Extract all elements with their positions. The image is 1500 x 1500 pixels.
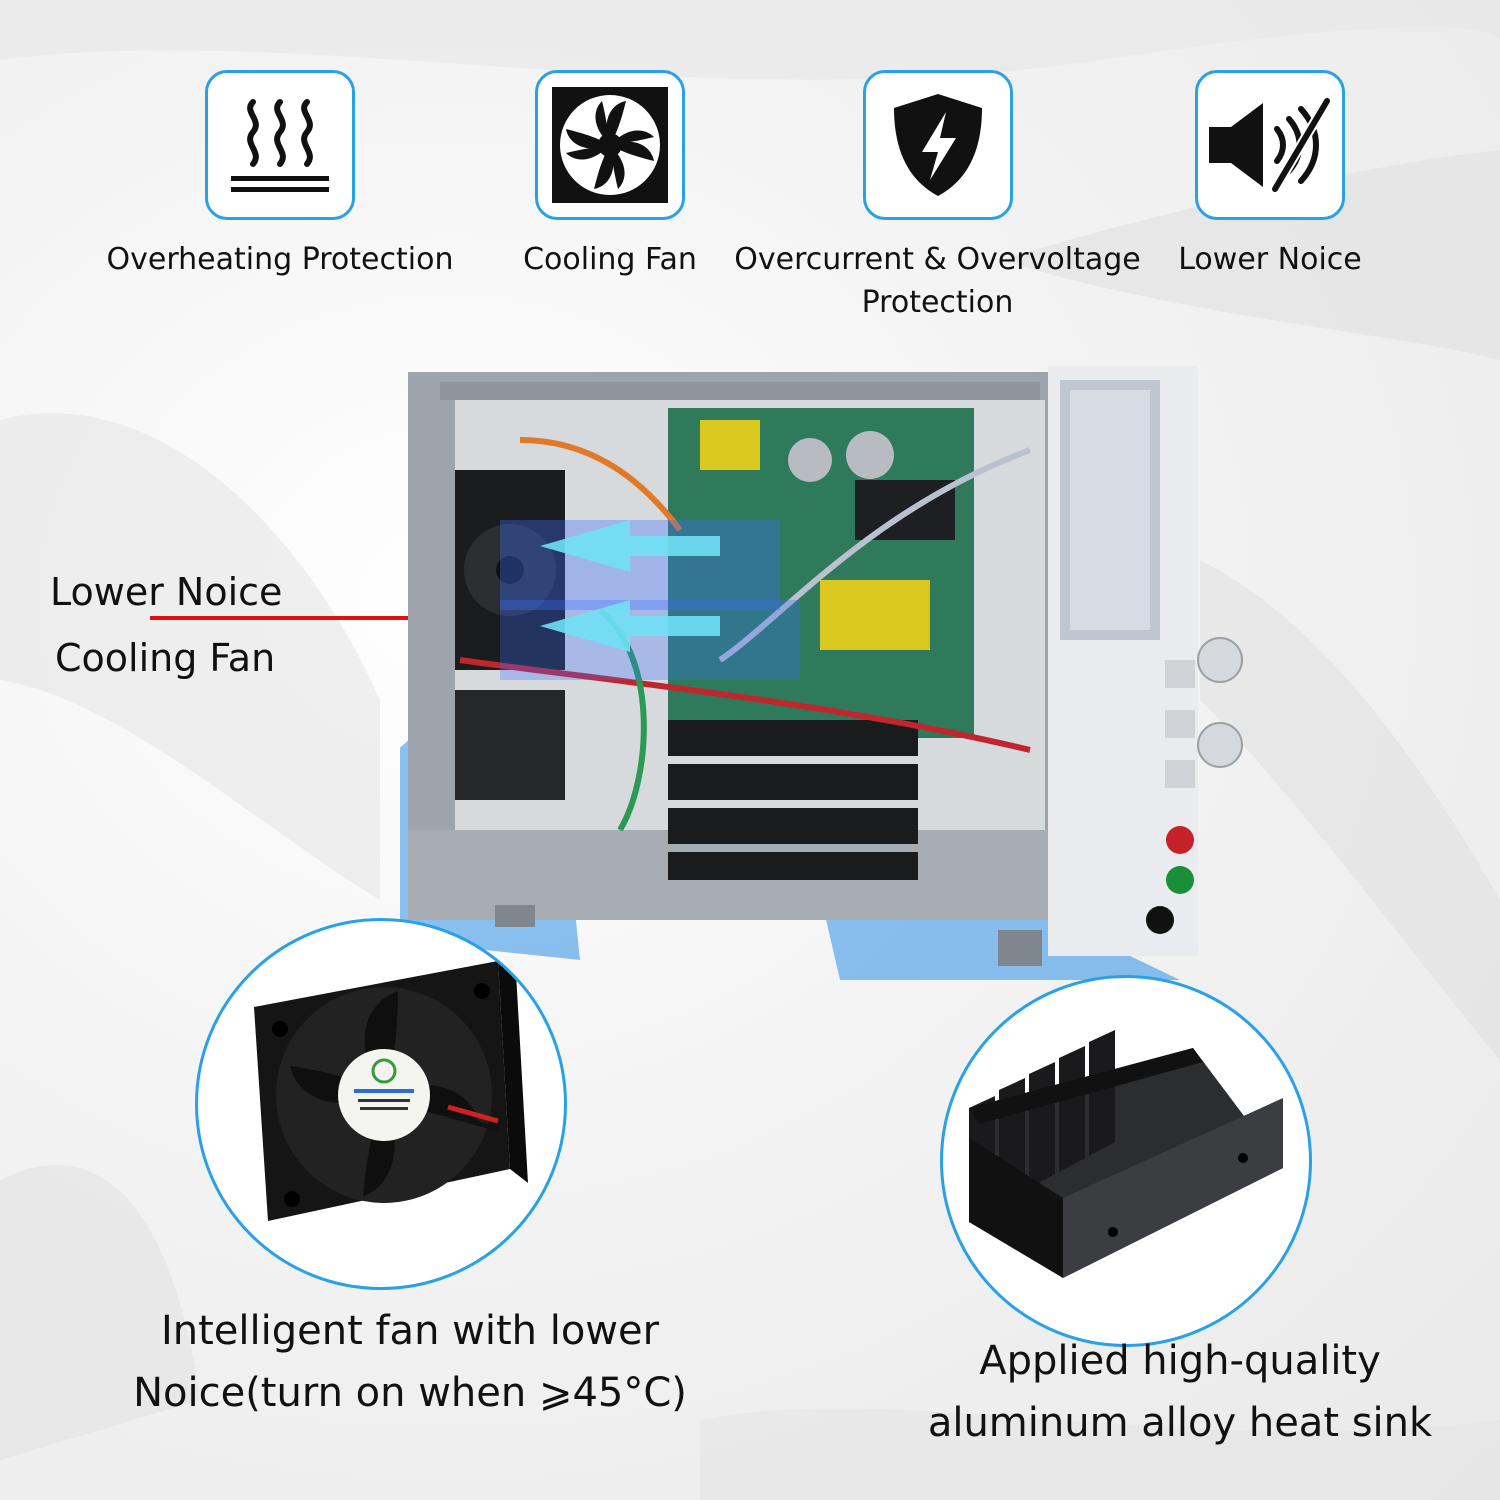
feature-overcurrent-overvoltage: Overcurrent & Overvoltage Protection (730, 70, 1145, 324)
heat-waves-icon (231, 99, 329, 192)
feature-label: Overheating Protection (106, 242, 454, 277)
feature-label: Cooling Fan (523, 242, 697, 277)
shield-bolt-icon (893, 94, 982, 196)
feature-icon-box (862, 70, 1013, 220)
feature-cooling-fan: Cooling Fan (510, 70, 710, 281)
fan-closeup (195, 918, 567, 1290)
callout-line (150, 616, 412, 620)
fan-caption: Intelligent fan with lower Noice(turn on… (133, 1308, 687, 1416)
side-label-lower-noise: Lower Noice (50, 570, 283, 614)
feature-label: Lower Noice (1178, 242, 1362, 277)
speaker-mute-icon (1209, 98, 1332, 192)
fan-icon (552, 87, 668, 203)
power-supply-illustration (400, 366, 1243, 980)
feature-icon-box (1195, 70, 1345, 220)
feature-label: Overcurrent & Overvoltage Protection (734, 242, 1141, 320)
heatsink-closeup (940, 975, 1312, 1347)
side-label-cooling-fan: Cooling Fan (55, 636, 276, 680)
heatsink-caption: Applied high-quality aluminum alloy heat… (927, 1338, 1433, 1446)
feature-lower-noise: Lower Noice (1170, 70, 1370, 281)
feature-icon-box (205, 70, 355, 220)
brushless-fan-icon (254, 961, 528, 1221)
heat-sink-icon (969, 1030, 1283, 1278)
feature-icon-box (535, 70, 685, 220)
feature-overheating: Overheating Protection (100, 70, 460, 281)
